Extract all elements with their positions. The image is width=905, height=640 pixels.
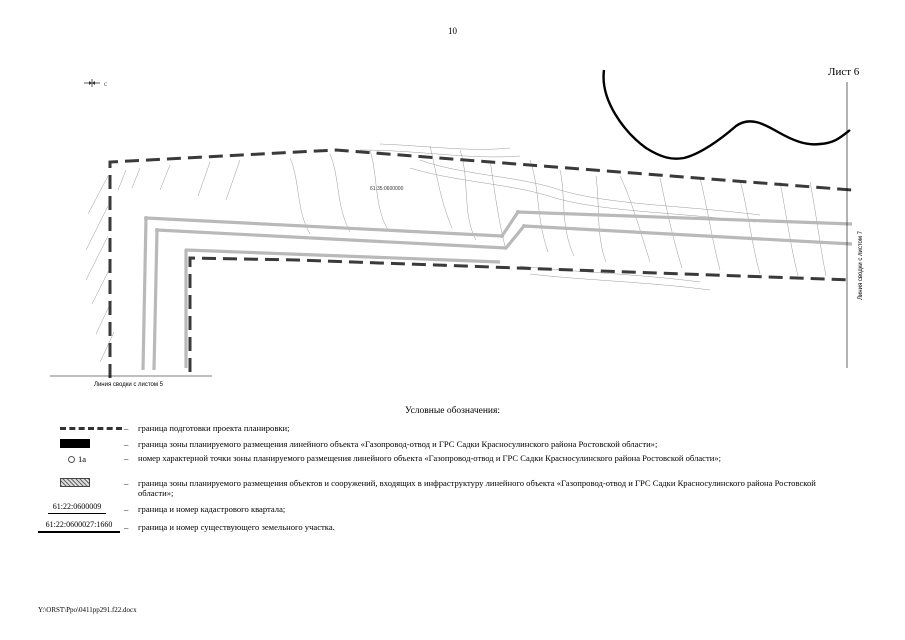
- planned-zone-points: [144, 210, 526, 238]
- road-curve: [602, 69, 851, 160]
- planning-boundary: [108, 148, 853, 378]
- planning-map: С 61:35:0600000 Линия сводки с листом: [50, 69, 864, 388]
- legend-title: Условные обозначения:: [404, 406, 500, 416]
- page-number: 10: [448, 26, 457, 36]
- match-line-right-label: Линия сводки с листом 7: [858, 230, 864, 300]
- point-ring-icon: [68, 455, 75, 463]
- file-path: Y:\ORST\Ppo\0411pp291.f22.docx: [38, 606, 137, 614]
- north-label: С: [104, 83, 108, 88]
- north-arrow-icon: [84, 79, 100, 87]
- planned-zone-outline: [141, 210, 853, 371]
- match-line-left-label: Линия сводки с листом 5: [94, 382, 164, 388]
- terrain-contours: [85, 143, 827, 363]
- cadastral-block-label: 61:35:0600000: [370, 186, 404, 192]
- sheet-label: Лист 6: [828, 66, 860, 78]
